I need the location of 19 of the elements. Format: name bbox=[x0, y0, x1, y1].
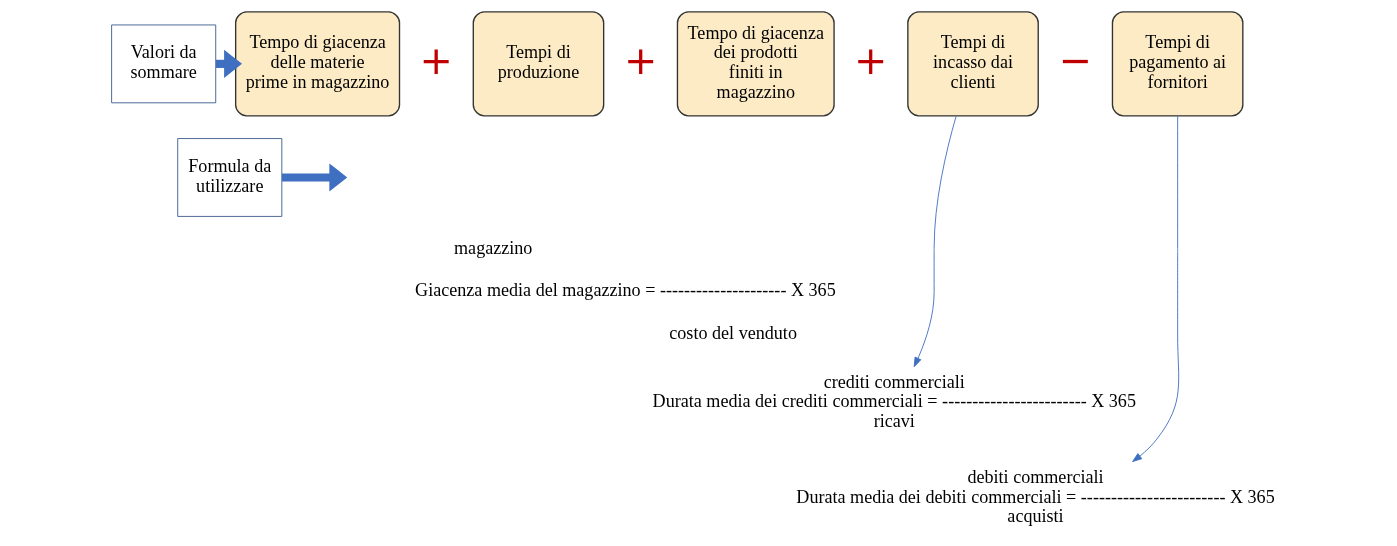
node-box: Tempi di pagamento ai fornitori bbox=[1111, 11, 1244, 117]
label: + bbox=[419, 37, 453, 84]
node-text: debiti commerciali Durata media dei debiti commerciali = ------------------------ X 365 acquisti bbox=[796, 466, 1275, 527]
node-box: Tempi di incasso dai clienti bbox=[907, 11, 1039, 117]
label: magazzino bbox=[454, 237, 533, 258]
label: − bbox=[1058, 37, 1093, 84]
node-text: crediti commerciali Durata media dei crediti commerciali = ------------------------ X 365 ricavi bbox=[652, 371, 1136, 432]
label: Giacenza media del magazzino = --------------------- X 365 bbox=[415, 280, 836, 301]
arrow bbox=[1132, 115, 1180, 463]
label: + bbox=[624, 37, 658, 84]
node-box: Tempo di giacenza dei prodotti finiti in magazzino bbox=[676, 11, 835, 117]
node-box: Tempo di giacenza delle materie prime in magazzino bbox=[234, 11, 401, 117]
arrow bbox=[913, 115, 957, 368]
arrow bbox=[281, 163, 348, 192]
label: costo del venduto bbox=[669, 322, 797, 343]
node-box: Tempi di produzione bbox=[472, 11, 605, 117]
node-box: Formula da utilizzare bbox=[177, 138, 283, 217]
node-box: Valori da sommare bbox=[111, 24, 217, 104]
label: + bbox=[854, 37, 888, 84]
